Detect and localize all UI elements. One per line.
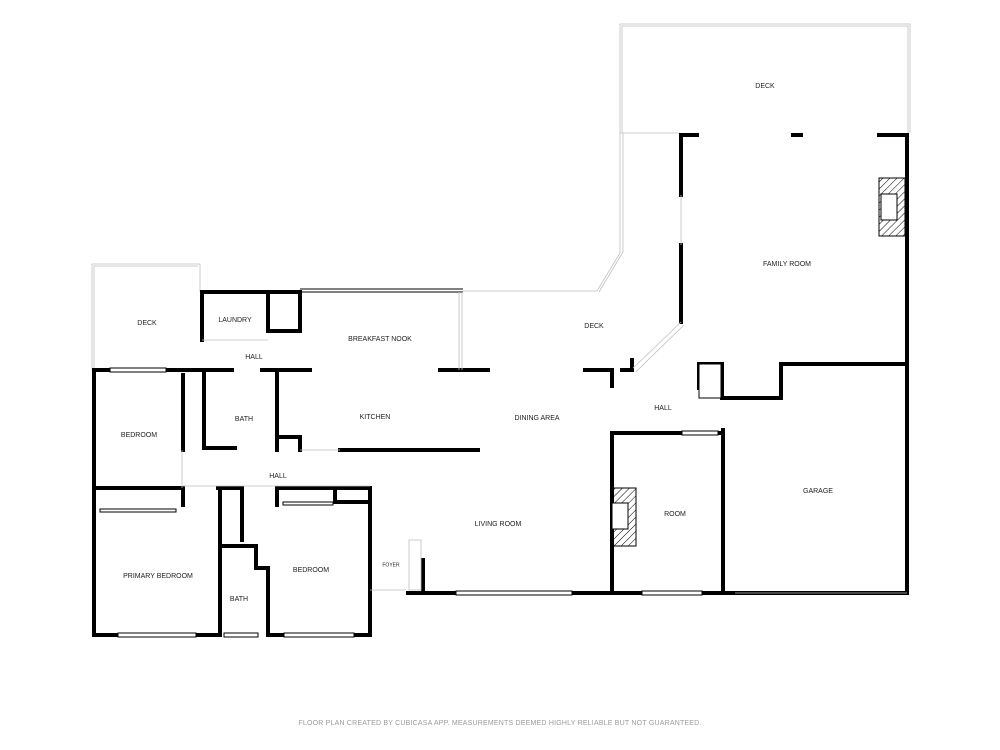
deck-left-inner — [93, 265, 198, 368]
wall-bath-upper — [202, 368, 237, 450]
label-living-room: LIVING ROOM — [475, 521, 522, 528]
wall-bath-closet — [275, 435, 302, 452]
window-bedroom-lower — [283, 632, 355, 638]
label-garage: GARAGE — [803, 488, 833, 495]
wall-family-top-right — [877, 133, 909, 366]
wall-bedroom-lower-r — [266, 486, 372, 637]
label-bedroom-left: BEDROOM — [121, 432, 157, 439]
label-primary-bedroom: PRIMARY BEDROOM — [123, 573, 193, 580]
window-bedroom-left — [109, 367, 167, 373]
wall-bath-lower — [218, 544, 270, 637]
label-bath-upper: BATH — [235, 416, 253, 423]
deck-middle-outline-2 — [598, 133, 624, 293]
label-family-room: FAMILY ROOM — [763, 261, 811, 268]
label-bedroom-lower: BEDROOM — [293, 567, 329, 574]
wall-family-bottom — [697, 362, 909, 400]
deck-top-inner — [621, 25, 909, 133]
label-dining-area: DINING AREA — [514, 415, 559, 422]
deck-left-outline — [91, 263, 201, 370]
fireplace-family-inner — [880, 193, 898, 221]
window-bath-bottom — [223, 632, 259, 638]
foyer-post — [408, 539, 422, 591]
label-deck-top: DECK — [755, 83, 775, 90]
wall-family-top-left — [679, 133, 699, 197]
room-labels: DECK FAMILY ROOM DECK DECK LAUNDRY BREAK… — [121, 83, 833, 603]
label-hall-lower-left: HALL — [269, 473, 287, 480]
window-primary-top — [99, 508, 177, 513]
deck-outlines — [91, 23, 911, 370]
deck-top-outline — [619, 23, 911, 133]
wall-dining-stub2 — [620, 358, 634, 372]
label-breakfast-nook: BREAKFAST NOOK — [348, 336, 412, 343]
details — [99, 195, 907, 638]
wall-laundry — [200, 290, 302, 342]
rail-family-diag2 — [635, 324, 685, 373]
wall-bedroom-lower-top — [275, 486, 337, 504]
wall-dining-stub — [583, 368, 614, 388]
footer-disclaimer: FLOOR PLAN CREATED BY CUBICASA APP. MEAS… — [298, 720, 701, 727]
rail-family-diag — [632, 321, 682, 369]
label-laundry: LAUNDRY — [218, 317, 252, 324]
closet-family — [698, 363, 722, 399]
label-foyer: FOYER — [382, 562, 400, 568]
window-bedroom-lower-top — [282, 501, 334, 506]
label-hall-right: HALL — [654, 405, 672, 412]
wall-bedroom-left — [92, 368, 112, 490]
wall-primary-top — [92, 486, 185, 507]
window-room-bottom — [641, 590, 703, 596]
walls — [92, 133, 909, 637]
window-living-bottom — [455, 590, 573, 596]
label-deck-left: DECK — [137, 320, 157, 327]
label-deck-middle: DECK — [584, 323, 604, 330]
label-bath-lower: BATH — [230, 596, 248, 603]
deck-middle-outline — [463, 133, 621, 292]
label-hall-upper-left: HALL — [245, 354, 263, 361]
label-kitchen: KITCHEN — [360, 414, 391, 421]
fireplace-room-inner — [611, 502, 629, 530]
window-room-top — [681, 430, 719, 436]
label-room: ROOM — [664, 511, 686, 518]
window-primary-bottom — [117, 632, 197, 638]
